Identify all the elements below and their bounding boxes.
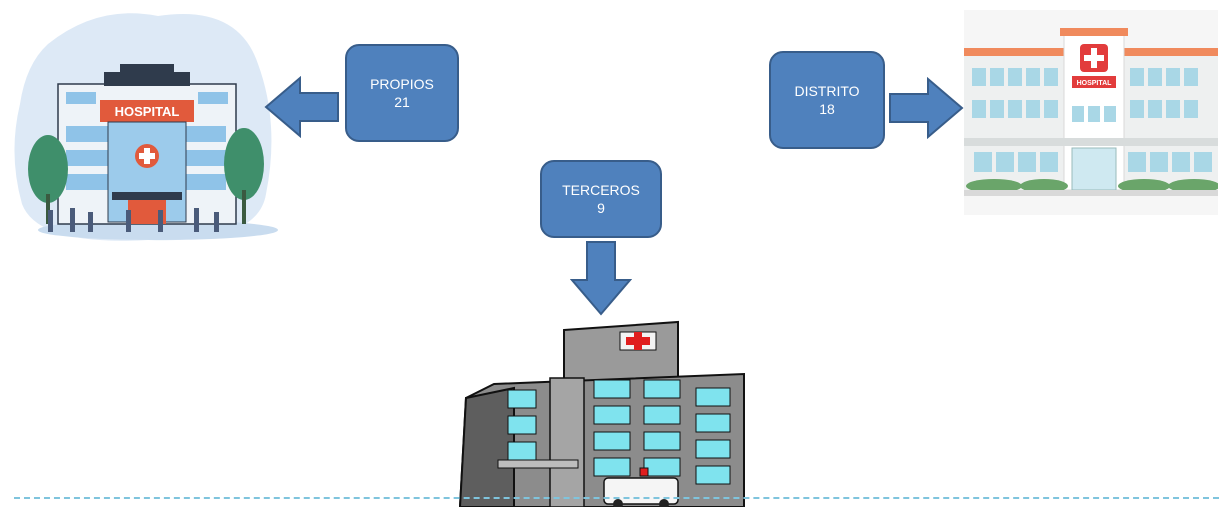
hospital-illustration-center xyxy=(458,320,745,507)
node-distrito-label: DISTRITO xyxy=(794,83,860,99)
node-terceros: TERCEROS 9 xyxy=(540,160,662,238)
arrow-down-icon xyxy=(570,241,632,316)
node-distrito-value: 18 xyxy=(819,101,835,117)
node-propios: PROPIOS 21 xyxy=(345,44,459,142)
arrow-right-icon xyxy=(889,77,964,139)
node-propios-label: PROPIOS xyxy=(370,76,434,92)
baseline-dashed-line xyxy=(14,497,1219,499)
left-hospital-sign: HOSPITAL xyxy=(115,104,180,119)
node-terceros-value: 9 xyxy=(597,200,605,216)
node-distrito: DISTRITO 18 xyxy=(769,51,885,149)
hospital-illustration-right: HOSPITAL xyxy=(964,10,1218,215)
arrow-left-icon xyxy=(264,76,339,138)
hospital-illustration-left: HOSPITAL xyxy=(14,13,278,241)
node-propios-value: 21 xyxy=(394,94,410,110)
node-terceros-label: TERCEROS xyxy=(562,182,640,198)
right-hospital-sign: HOSPITAL xyxy=(1077,80,1113,87)
